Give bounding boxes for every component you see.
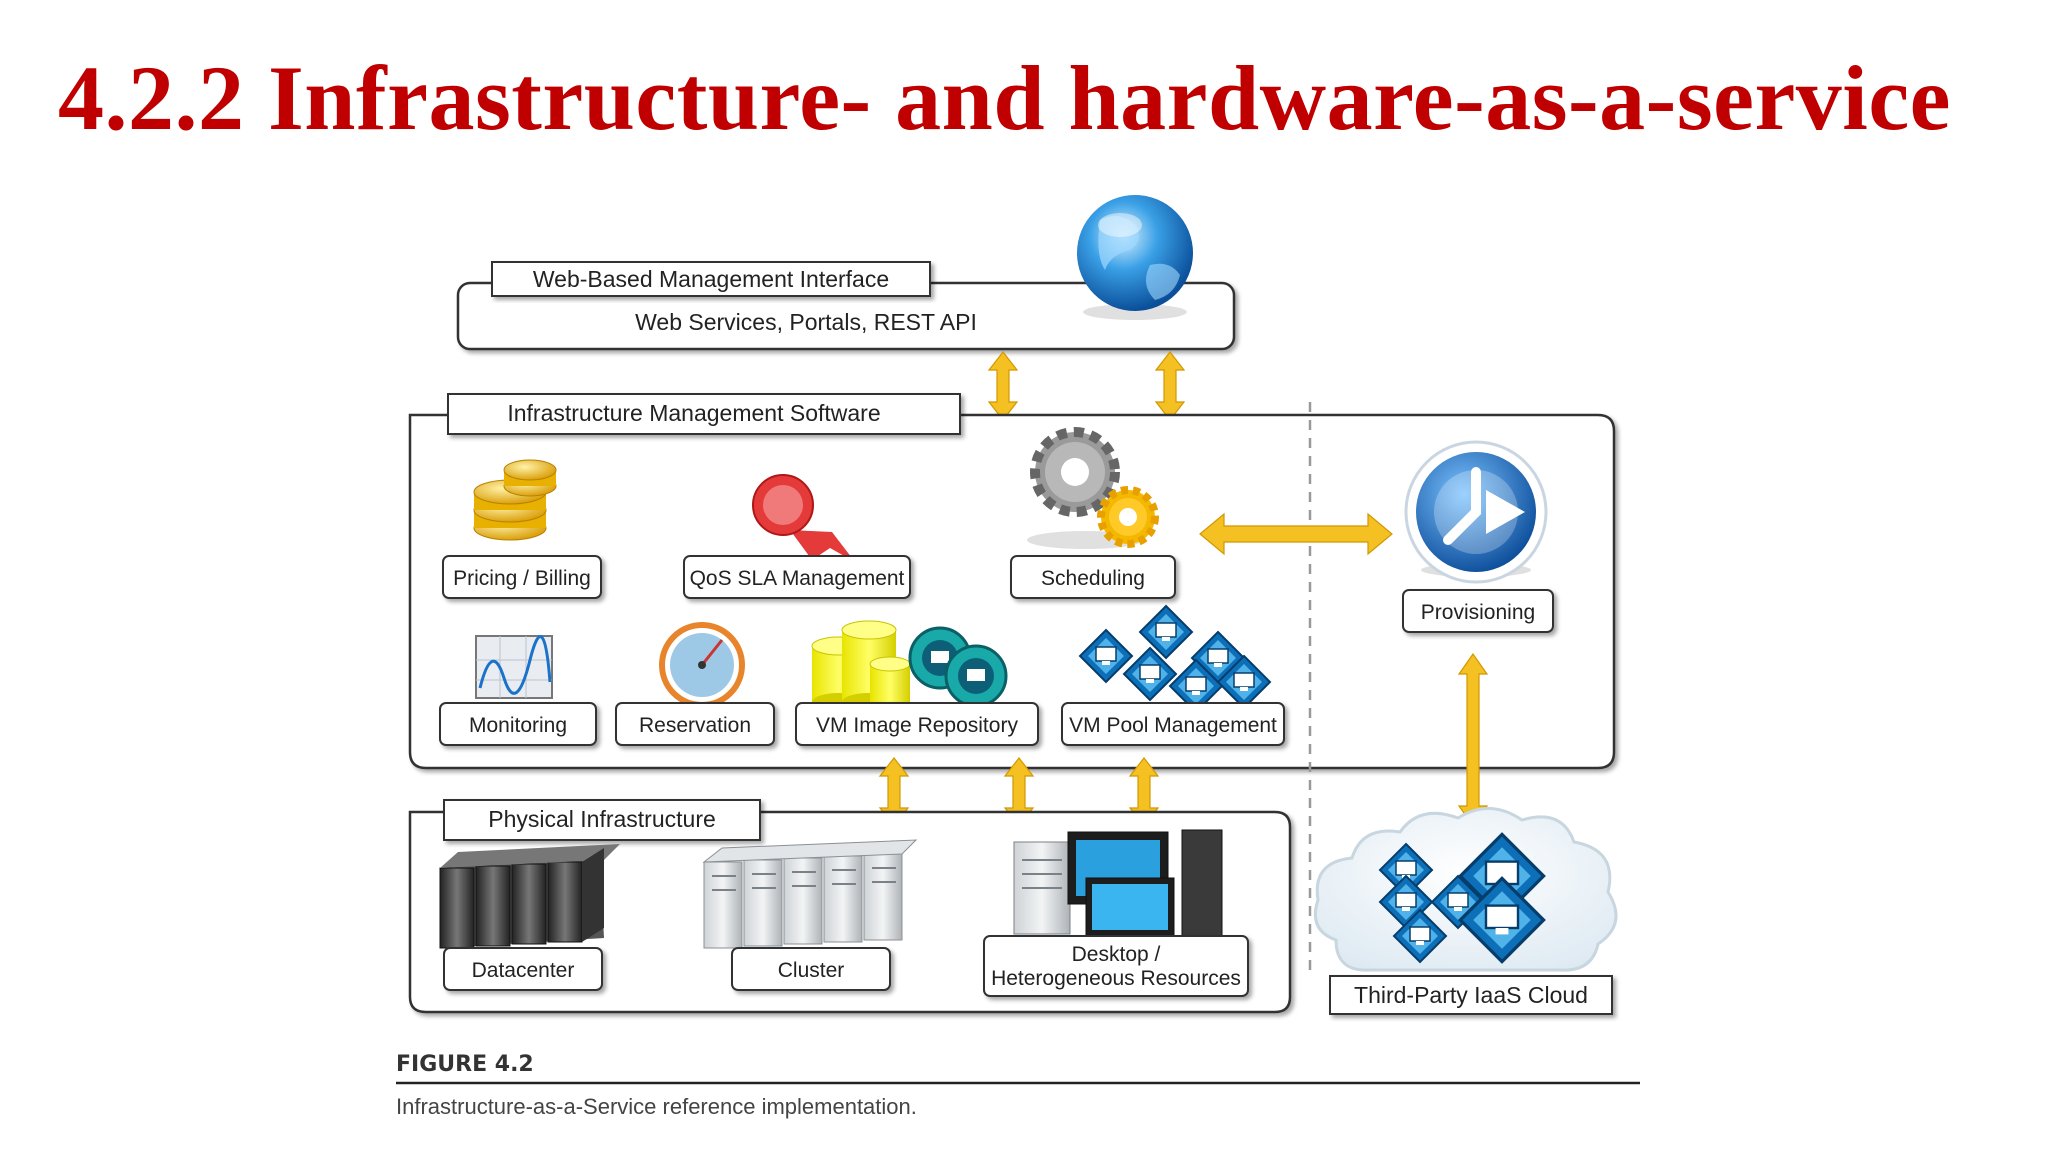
desktop-computers-icon [1013, 829, 1223, 944]
globe-icon [1077, 195, 1193, 320]
arrow-web-software-2 [1155, 351, 1185, 421]
provisioning-icon [1404, 440, 1548, 584]
web-panel-content: Web Services, Portals, REST API [635, 309, 977, 335]
qos-sla-label: QoS SLA Management [690, 567, 905, 590]
software-panel-header-box [447, 393, 961, 435]
vm-pool-management-box [1061, 702, 1285, 746]
scheduling-label: Scheduling [1041, 567, 1145, 590]
gauge-icon [659, 622, 745, 708]
slide-title: 4.2.2 Infrastructure- and hardware-as-a-… [58, 47, 1952, 149]
vm-pool-management-label: VM Pool Management [1069, 714, 1277, 737]
third-party-label: Third-Party IaaS Cloud [1354, 982, 1588, 1008]
monitoring-box [439, 702, 597, 746]
web-panel-header-box [491, 261, 931, 297]
provisioning-label: Provisioning [1421, 601, 1535, 624]
desktop-resources-box [983, 935, 1249, 997]
vm-image-repository-label: VM Image Repository [816, 714, 1018, 737]
server-rack-icon [439, 844, 620, 949]
third-party-box [1329, 975, 1613, 1015]
arrow-scheduling-provisioning [1199, 512, 1393, 556]
coins-icon [473, 459, 557, 541]
desktop-label-line2: Heterogeneous Resources [991, 967, 1241, 990]
seal-ribbon-icon [752, 474, 855, 562]
arrow-web-software-1 [988, 351, 1018, 421]
web-panel-header: Web-Based Management Interface [533, 266, 889, 292]
figure-caption: Infrastructure-as-a-Service reference im… [396, 1094, 917, 1119]
provisioning-box [1402, 589, 1554, 633]
gears-icon [1027, 427, 1159, 549]
desktop-label-line1: Desktop / [1072, 943, 1161, 966]
cluster-label: Cluster [778, 959, 845, 982]
monitoring-chart-icon [475, 635, 553, 699]
cluster-servers-icon [702, 839, 918, 949]
reservation-box [615, 702, 775, 746]
datacenter-box [443, 947, 603, 991]
physical-panel-header: Physical Infrastructure [488, 806, 716, 832]
physical-panel-header-box [443, 799, 761, 841]
pricing-billing-label: Pricing / Billing [453, 567, 591, 590]
qos-sla-box [683, 555, 911, 599]
figure-label: FIGURE 4.2 [396, 1052, 534, 1077]
software-panel-header: Infrastructure Management Software [507, 400, 880, 426]
pricing-billing-box [442, 555, 602, 599]
reservation-label: Reservation [639, 714, 751, 737]
datacenter-label: Datacenter [472, 959, 575, 982]
monitoring-label: Monitoring [469, 714, 567, 737]
scheduling-box [1010, 555, 1176, 599]
vm-image-repository-box [795, 702, 1039, 746]
cluster-box [731, 947, 891, 991]
web-management-panel: Web-Based Management Interface Web Servi… [456, 261, 1236, 351]
